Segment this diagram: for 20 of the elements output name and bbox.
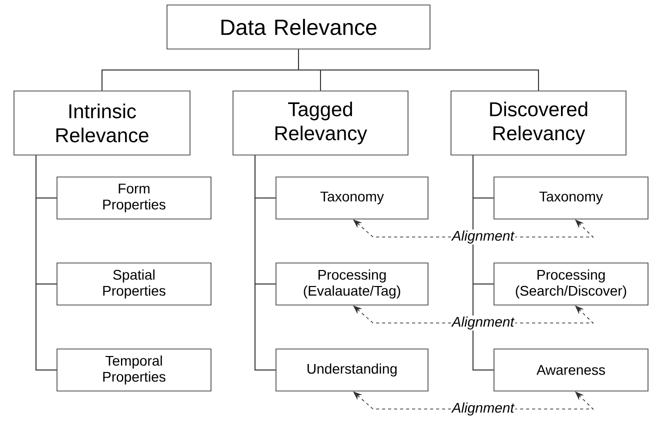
edge-label: Alignment [450,229,516,245]
connector-line [36,154,58,370]
item-box: Temporal Properties [56,348,212,392]
edge-label: Alignment [450,401,516,417]
title-box: Data Relevance [166,4,430,50]
category-box: Intrinsic Relevance [14,90,190,156]
connector-line [254,154,276,370]
category-box: Discovered Relevancy [450,90,626,156]
item-box: Processing (Evalauate/Tag) [276,262,428,306]
item-box: Taxonomy [276,176,428,220]
item-box: Processing (Search/Discover) [494,262,648,306]
edge-label: Alignment [450,315,516,331]
connector-line [298,48,539,92]
item-box: Form Properties [56,176,212,220]
category-box: Tagged Relevancy [232,90,408,156]
item-box: Awareness [494,348,648,392]
item-box: Understanding [276,348,428,392]
item-box: Taxonomy [494,176,648,220]
item-box: Spatial Properties [56,262,212,306]
connector-line [472,154,494,370]
